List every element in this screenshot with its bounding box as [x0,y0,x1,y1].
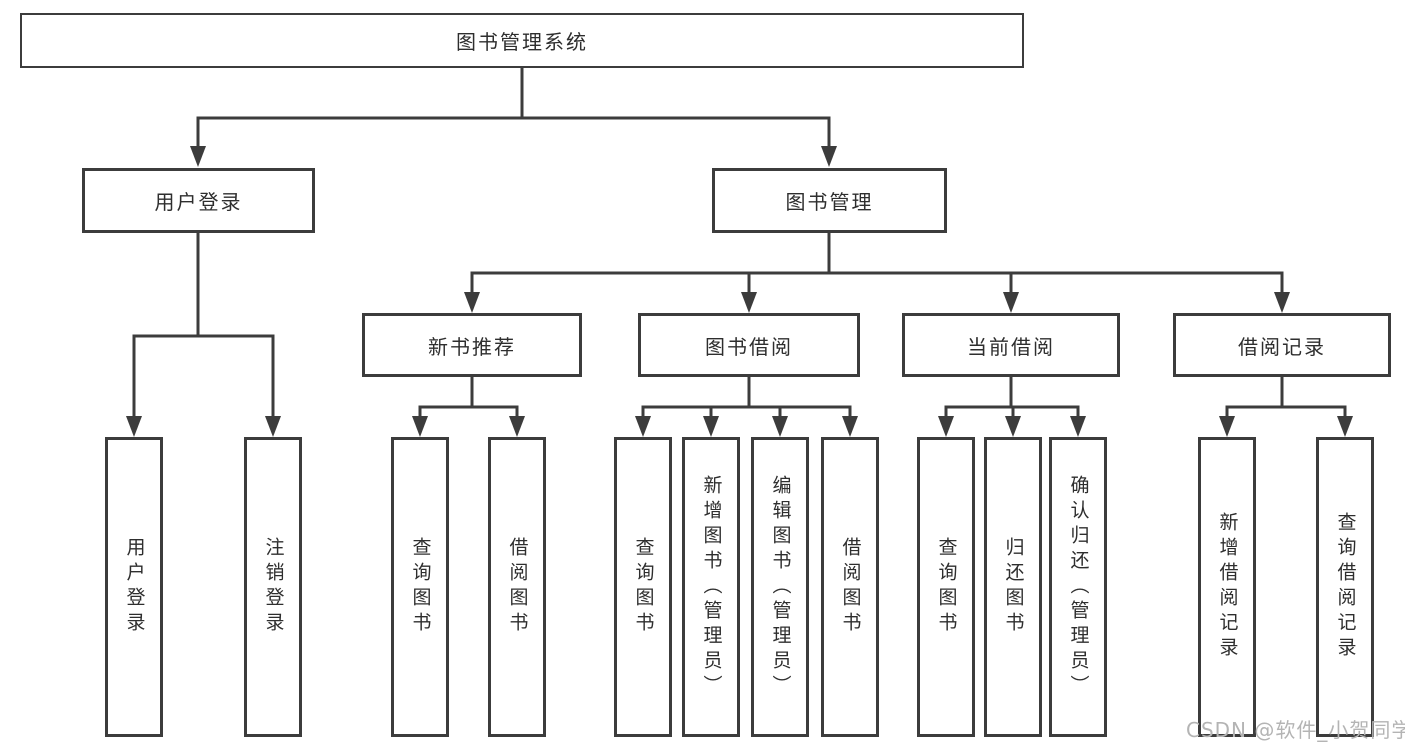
arrowhead [1005,416,1021,437]
arrowhead [938,416,954,437]
leaf-current-return: 归还图书 [984,437,1042,737]
node-label: 借阅记录 [1238,334,1326,359]
leaf-borrow-book: 借阅图书 [821,437,879,737]
leaf-borrow-edit-admin: 编辑图书（管理员） [751,437,809,737]
node-label: 图书管理系统 [456,30,588,54]
node-user-login: 用户登录 [82,168,315,233]
leaf-current-confirm-admin: 确认归还（管理员） [1049,437,1107,737]
arrowhead [1003,292,1019,313]
leaf-label: 归还图书 [1002,537,1025,637]
arrowhead [126,416,142,437]
arrowhead [772,416,788,437]
connector-new-books [412,377,525,437]
node-book-management: 图书管理 [712,168,947,233]
leaf-label: 用户登录 [123,537,146,637]
arrowhead [842,416,858,437]
connector-user-login [126,233,281,437]
node-root-system: 图书管理系统 [20,13,1024,68]
arrowhead [821,146,837,167]
node-label: 图书借阅 [705,334,793,359]
leaf-borrow-query: 查询图书 [614,437,672,737]
node-label: 图书管理 [785,190,874,214]
arrowhead [412,416,428,437]
leaf-newbooks-borrow: 借阅图书 [488,437,546,737]
leaf-newbooks-query: 查询图书 [391,437,449,737]
leaf-label: 查询图书 [935,537,958,637]
node-new-books: 新书推荐 [362,313,582,377]
arrowhead [509,416,525,437]
connector-book-borrow [635,377,858,437]
connector-root-to-level2 [190,68,837,167]
leaf-label: 查询图书 [409,537,432,637]
leaf-label: 查询图书 [632,537,655,637]
arrowhead [1219,416,1235,437]
leaf-label: 借阅图书 [839,537,862,637]
node-current-borrow: 当前借阅 [902,313,1120,377]
arrowhead [1337,416,1353,437]
arrowhead [741,292,757,313]
arrowhead [190,146,206,167]
leaf-label: 确认归还（管理员） [1067,474,1090,700]
node-label: 用户登录 [154,190,243,214]
leaf-label: 查询借阅记录 [1334,512,1357,662]
arrowhead [1274,292,1290,313]
csdn-watermark: CSDN @软件_小贺同学 [1186,718,1405,742]
leaf-current-query: 查询图书 [917,437,975,737]
arrowhead [703,416,719,437]
connector-borrow-records [1219,377,1353,437]
leaf-label: 借阅图书 [506,537,529,637]
leaf-label: 编辑图书（管理员） [769,474,792,700]
arrowhead [635,416,651,437]
connector-current-borrow [938,377,1086,437]
leaf-user-login: 用户登录 [105,437,163,737]
leaf-label: 注销登录 [262,537,285,637]
leaf-records-query: 查询借阅记录 [1316,437,1374,737]
node-borrow-records: 借阅记录 [1173,313,1391,377]
node-label: 新书推荐 [428,334,516,359]
leaf-label: 新增借阅记录 [1216,512,1239,662]
leaf-logout: 注销登录 [244,437,302,737]
leaf-borrow-add-admin: 新增图书（管理员） [682,437,740,737]
leaf-label: 新增图书（管理员） [700,474,723,700]
arrowhead [265,416,281,437]
node-book-borrow: 图书借阅 [638,313,860,377]
node-label: 当前借阅 [967,334,1055,359]
leaf-records-add: 新增借阅记录 [1198,437,1256,737]
arrowhead [1070,416,1086,437]
arrowhead [464,292,480,313]
connector-book-management [464,233,1290,313]
